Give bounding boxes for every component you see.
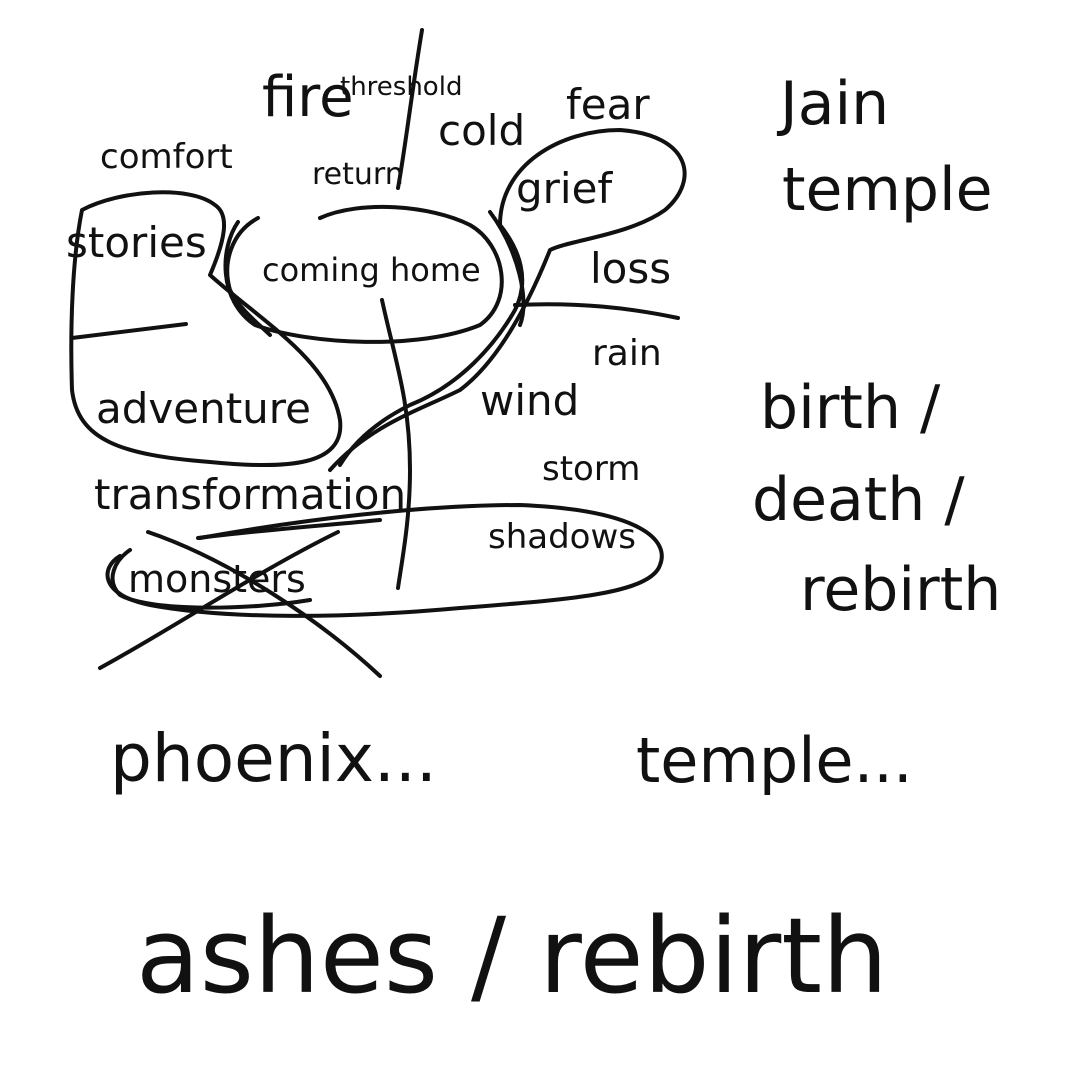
word-fear: fear [566,80,650,129]
grief-curve [488,210,526,327]
word-ashes-rebirth: ashes / rebirth [136,895,888,1017]
grief-bubble [328,128,687,472]
word-phoenix: phoenix... [110,720,437,797]
word-rain: rain [592,333,662,374]
word-monsters: monsters [128,557,306,601]
word-fire: fire [262,65,354,130]
word-death: death / [752,465,965,535]
word-stories: stories [66,218,207,267]
transformation-line [196,518,382,540]
word-birth: birth / [760,373,941,443]
center-trunk-line [380,298,412,590]
monsters-cross-out-1 [146,530,382,678]
word-temple-bottom: temple... [636,724,913,797]
coming-home-bubble-left-arc [225,216,272,337]
stories-adventure-bubble [69,190,343,468]
word-grief: grief [516,164,613,213]
loss-line [513,302,680,320]
threshold-divider-line [396,28,424,190]
word-jain: Jain [780,69,890,139]
monsters-cross-out-2 [98,530,340,670]
monsters-bubble [110,548,312,610]
word-coming-home: coming home [262,251,481,289]
word-adventure: adventure [96,384,311,433]
coming-home-bubble [223,204,504,344]
word-comfort: comfort [100,137,233,177]
word-rebirth-right: rebirth [800,555,1002,625]
word-transformation: transformation [94,470,407,519]
word-cold: cold [438,106,526,155]
word-storm: storm [542,449,641,489]
word-shadows: shadows [488,517,637,557]
stories-divider-line [70,322,188,340]
word-temple-top: temple [782,155,993,225]
word-wind: wind [480,376,580,425]
word-threshold: threshold [340,72,463,102]
grief-bubble-tail [338,223,525,467]
word-loss: loss [590,244,672,293]
word-return: return [312,157,404,192]
